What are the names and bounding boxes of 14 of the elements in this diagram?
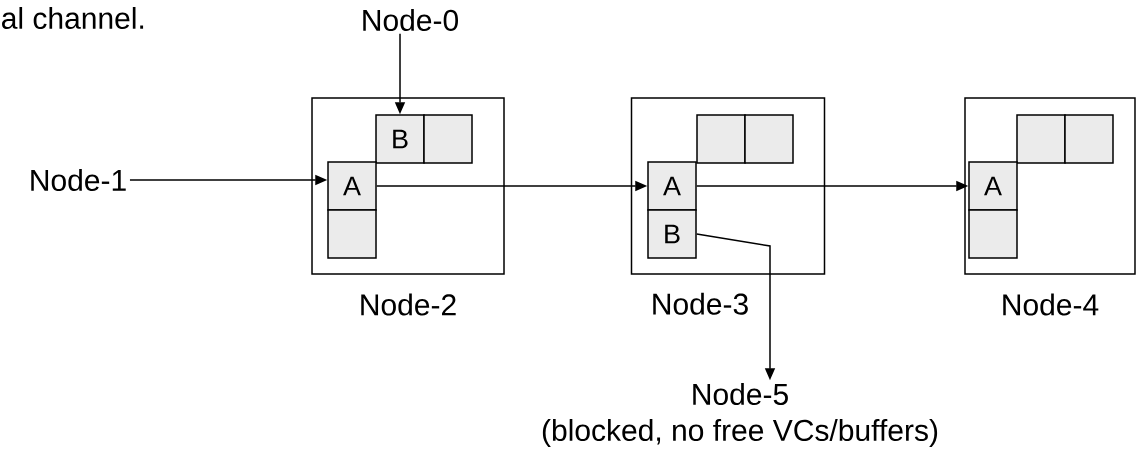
node-label: Node-2 [361,293,456,316]
node-label: Node-1 [31,169,126,191]
node-label: Node-0 [363,9,458,31]
buffer-slot: B [647,209,697,259]
buffer-slot: A [327,161,377,211]
buffer-slot: A [968,161,1018,211]
node-label: Node-5 (blocked, no free VCs/buffers) [542,383,938,447]
text-fragment: al channel. [2,7,144,29]
buffer-slot: B [375,114,425,164]
node-label: Node-3 [653,292,748,315]
empty-buffer-slot [327,209,377,259]
node-label: Node-4 [1003,293,1099,316]
empty-buffer-slot [968,209,1018,259]
buffer-slot: A [647,161,697,211]
